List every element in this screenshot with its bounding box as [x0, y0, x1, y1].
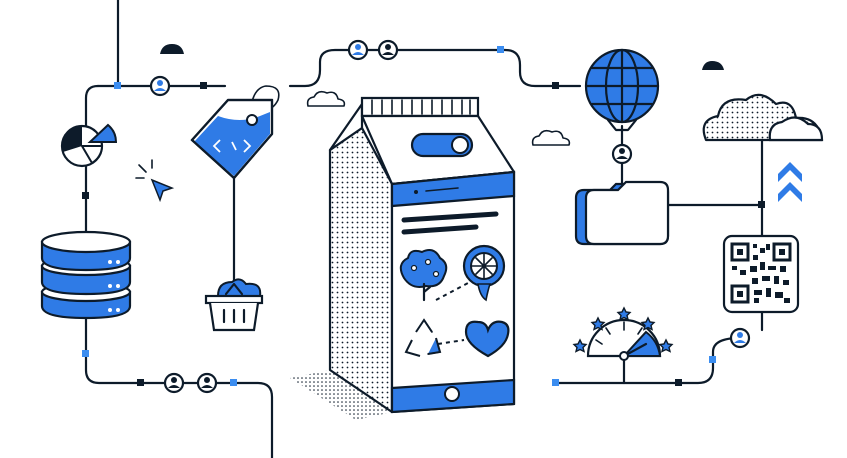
user-avatar-icon [163, 372, 185, 394]
cloud-icon [160, 44, 184, 54]
milk-carton-icon [290, 96, 516, 420]
heart-icon [464, 320, 510, 358]
cloud-icon [531, 129, 571, 146]
shopping-basket-icon [204, 278, 264, 332]
user-avatar-icon [149, 75, 171, 97]
citrus-slice-icon [462, 244, 506, 302]
price-tag-icon [190, 98, 274, 180]
folder-icon [574, 180, 670, 246]
pie-chart-icon [60, 123, 118, 168]
cursor-click-icon [135, 159, 175, 203]
qr-code-icon [722, 234, 800, 314]
star-icon [658, 338, 674, 353]
globe-icon [584, 48, 660, 132]
user-avatar-icon [377, 39, 399, 61]
star-icon [616, 306, 632, 321]
rating-gauge-icon [586, 318, 662, 385]
star-icon [640, 316, 656, 331]
star-icon [590, 316, 606, 331]
user-avatar-icon [611, 143, 633, 165]
star-icon [572, 338, 588, 353]
user-avatar-icon [347, 39, 369, 61]
cloud-icon [702, 61, 724, 70]
toggle-switch-icon [410, 132, 474, 158]
fruit-tree-icon [399, 249, 448, 302]
user-avatar-icon [729, 327, 751, 349]
user-avatar-icon [196, 372, 218, 394]
chevron-up-icon [778, 162, 802, 202]
cloud-icon [306, 90, 346, 107]
database-icon [40, 230, 132, 320]
recycle-icon [404, 318, 442, 357]
connector-nodes [82, 46, 765, 386]
cloud-icon [702, 93, 824, 142]
